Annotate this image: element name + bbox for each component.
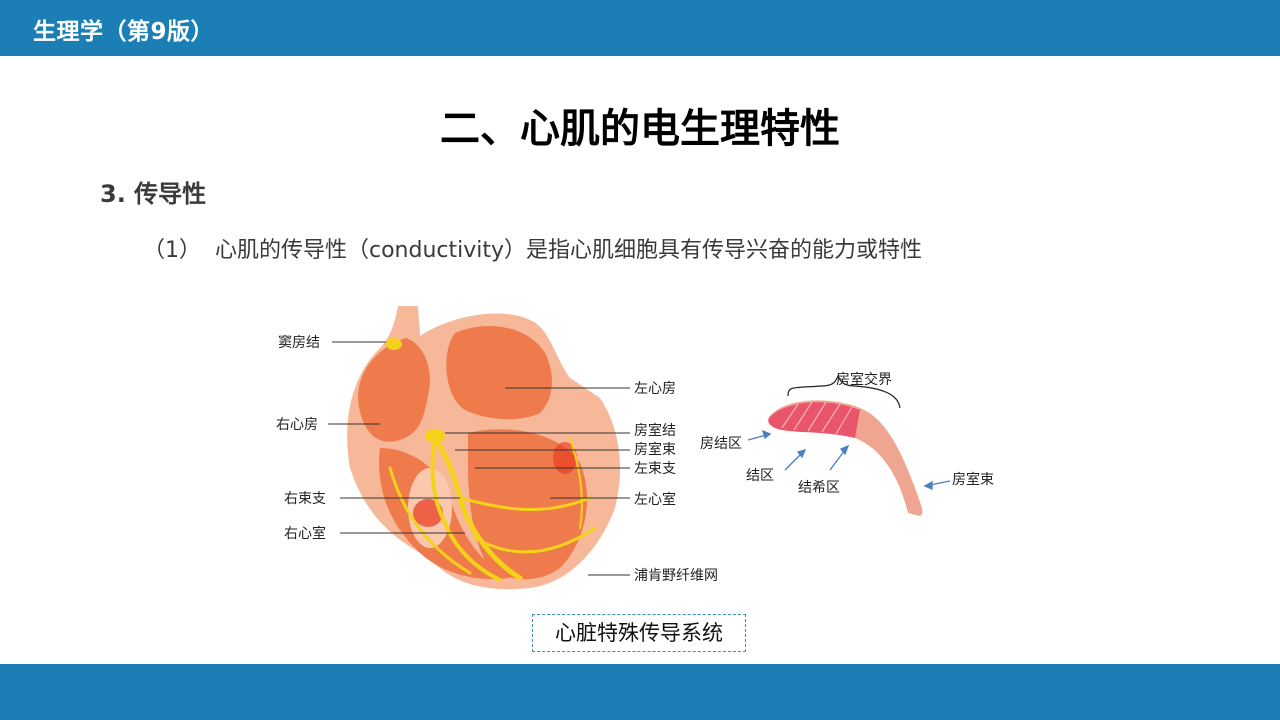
description-line: （1） 心肌的传导性（conductivity）是指心肌细胞具有传导兴奋的能力或特… (143, 232, 922, 264)
label-right-ventricle: 右心室 (284, 525, 326, 542)
purkinje-branch-4 (569, 437, 583, 529)
figure-caption: 心脏特殊传导系统 (532, 614, 746, 652)
purkinje-branch-1 (458, 496, 592, 512)
right-atrium-chamber (358, 338, 430, 442)
junction-brace (787, 374, 901, 409)
nodal-stripe-lines (781, 401, 853, 435)
papillary-muscle-right (413, 499, 443, 527)
slide-title: 二、心肌的电生理特性 (440, 106, 840, 152)
label-av-node: 房室结 (634, 422, 676, 439)
right-bundle-path (430, 436, 502, 582)
bottom-banner (0, 664, 1280, 720)
course-title: 生理学（第9版） (33, 19, 215, 45)
label-atrionodal-zone: 房结区 (700, 436, 742, 452)
description-number: （1） (143, 238, 201, 263)
label-right-bundle-branch: 右束支 (284, 491, 326, 507)
purkinje-branch-3 (388, 466, 472, 575)
top-banner: 生理学（第9版） (0, 0, 1280, 56)
section-heading: 3. 传导性 (100, 180, 207, 208)
label-junction: 房室交界 (836, 371, 892, 388)
label-purkinje-network: 浦肯野纤维网 (634, 568, 718, 584)
label-right-atrium: 右心房 (276, 417, 318, 433)
heart-conduction-figure: 窦房结 右心房 右束支 右心室 左心房 房室结 房室束 左束支 左心室 浦肯野纤… (276, 306, 994, 590)
av-junction-diagram: 房室交界 房结区 结区 结希区 房室束 (700, 371, 994, 516)
label-nodal-his-zone: 结希区 (798, 480, 840, 496)
purkinje-branch-2 (473, 526, 597, 554)
leader-lines (328, 341, 630, 576)
label-left-bundle-branch: 左束支 (634, 461, 676, 477)
label-sa-node: 窦房结 (278, 335, 320, 351)
junction-arrows (747, 429, 951, 490)
conduction-system (386, 338, 597, 582)
label-left-ventricle: 左心室 (634, 491, 676, 508)
label-nodal-zone: 结区 (746, 468, 774, 484)
sa-node-marker (386, 338, 402, 350)
description-text: 心肌的传导性（conductivity）是指心肌细胞具有传导兴奋的能力或特性 (215, 238, 923, 263)
label-left-atrium: 左心房 (634, 381, 676, 397)
label-junction-his-bundle: 房室束 (952, 471, 994, 488)
left-atrium-chamber (446, 325, 552, 420)
label-his-bundle: 房室束 (634, 441, 676, 458)
